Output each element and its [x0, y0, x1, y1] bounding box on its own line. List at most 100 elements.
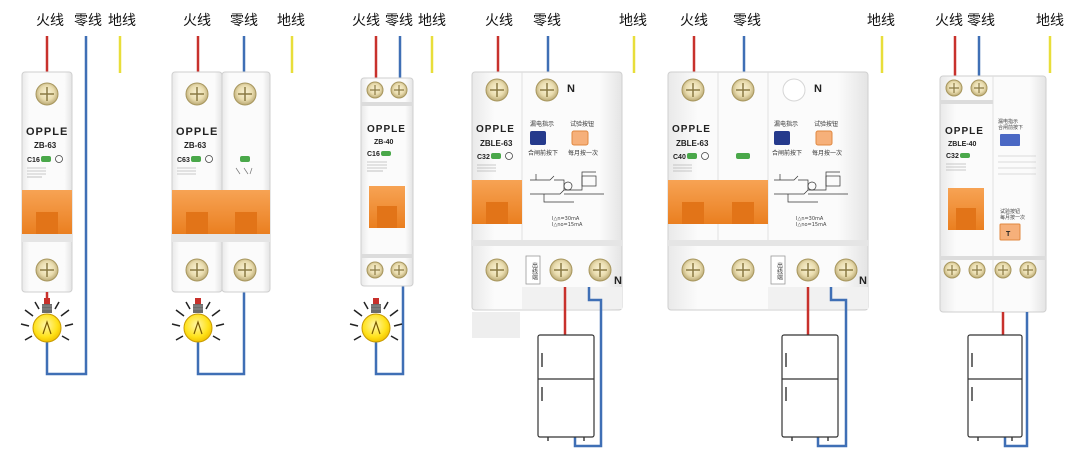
leak-indicator-sublabel: 合闸前按下 [998, 124, 1023, 131]
status-indicator [41, 156, 51, 162]
rcbo-breaker-6: OPPLE ZBLE-40 C32 漏电指示 合闸前按下 试验按钮 每月按一次 … [939, 75, 1047, 313]
diagram-3: 火线 零线 地线 OPPLE ZB-40 C16 [349, 13, 446, 376]
rating-label: C16 [27, 157, 40, 164]
diagram-6: 火线 零线 地线 OPPLE ZBLE-40 C32 漏电指示 合闸前按下 [935, 13, 1064, 448]
neutral-terminal-mark: N [814, 83, 822, 95]
live-wire-label: 火线 [183, 13, 211, 29]
breaker-3: OPPLE ZB-40 C16 [360, 77, 414, 287]
refrigerator-icon [537, 334, 595, 441]
rating-label: C32 [477, 154, 490, 161]
status-indicator [687, 153, 697, 159]
live-wire-label: 火线 [36, 13, 64, 29]
neutral-wire-label: 零线 [385, 13, 413, 29]
test-button-label: 试验按钮 [1000, 208, 1020, 215]
neutral-wire-out [196, 290, 246, 376]
ground-wire-label: 地线 [108, 13, 136, 29]
blank-terminal [782, 78, 806, 102]
rating-label: C32 [946, 153, 959, 160]
light-bulb-icon [20, 298, 74, 343]
status-indicator [191, 156, 201, 162]
rcbo-breaker-4: N OPPLE ZBLE-63 C32 漏电指示 合闸前按下 试验按钮 每月按一… [471, 71, 623, 338]
neutral-wire-out [573, 287, 603, 448]
live-wire-label: 火线 [485, 13, 513, 29]
diagram-4: 火线 零线 地线 N OPPLE ZBLE-63 C32 漏电指示 合闸前按下 … [471, 13, 647, 448]
outlet-mark: 出线端 [531, 261, 538, 281]
neutral-terminal-mark: N [567, 83, 575, 95]
ground-wire-label: 地线 [619, 13, 647, 29]
leak-indicator-button[interactable] [1000, 134, 1020, 146]
live-wire-label: 火线 [680, 13, 708, 29]
spec-text: I△no=15mA [552, 222, 583, 228]
breaker-1: OPPLE ZB-63 C16 [21, 71, 73, 293]
test-button-label: 试验按钮 [814, 120, 838, 128]
live-wire-label: 火线 [935, 13, 963, 29]
neutral-wire-label: 零线 [230, 13, 258, 29]
ground-wire-label: 地线 [867, 13, 895, 29]
circuit-schematic [530, 171, 604, 203]
test-button[interactable] [999, 223, 1021, 241]
refrigerator-icon [781, 334, 839, 441]
test-button[interactable] [571, 130, 589, 146]
test-button-sublabel: 每月按一次 [812, 149, 842, 157]
refrigerator-icon [967, 334, 1023, 441]
brand-logo: OPPLE [176, 126, 218, 138]
spec-text: I△n=30mA [796, 216, 824, 222]
ground-wire-label: 地线 [277, 13, 305, 29]
neutral-terminal-mark: N [614, 275, 622, 287]
model-name: ZB-63 [184, 141, 207, 150]
brand-logo: OPPLE [367, 124, 406, 135]
test-button-label: 试验按钮 [570, 120, 594, 128]
leak-indicator-button[interactable] [530, 131, 546, 145]
test-button-sublabel: 每月按一次 [568, 149, 598, 157]
leak-indicator-button[interactable] [774, 131, 790, 145]
neutral-terminal-mark: N [859, 275, 867, 287]
neutral-wire-label: 零线 [533, 13, 561, 29]
status-indicator [736, 153, 750, 159]
neutral-wire-label: 零线 [74, 13, 102, 29]
leak-indicator-label: 漏电指示 [998, 118, 1018, 125]
diagram-2: 火线 零线 地线 OPPLE ZB-63 C63 [171, 13, 305, 376]
leak-indicator-label: 漏电指示 [774, 120, 798, 128]
model-name: ZBLE-63 [480, 139, 513, 148]
rcbo-breaker-5: N OPPLE ZBLE-63 C40 漏电指示 合闸前按下 试验按钮 每月按一… [667, 71, 869, 311]
model-name: ZB-63 [34, 141, 57, 150]
status-indicator [491, 153, 501, 159]
diagram-1: 火线 零线 地线 OPPLE ZB-63 C16 [20, 13, 136, 376]
circuit-schematic [774, 171, 848, 203]
neutral-wire-label: 零线 [967, 13, 995, 29]
live-wire-label: 火线 [352, 13, 380, 29]
light-bulb-icon [171, 298, 225, 343]
model-name: ZBLE-40 [948, 141, 977, 148]
neutral-wire-out [816, 287, 848, 448]
status-indicator [381, 151, 391, 156]
status-indicator [960, 153, 970, 158]
breaker-2: OPPLE ZB-63 C63 [171, 71, 271, 293]
brand-logo: OPPLE [476, 124, 515, 135]
model-name: ZBLE-63 [676, 139, 709, 148]
leak-indicator-label: 漏电指示 [530, 120, 554, 128]
neutral-wire-label: 零线 [733, 13, 761, 29]
spec-text: I△n=30mA [552, 216, 580, 222]
diagram-5: 火线 零线 地线 N OPPLE ZBLE-63 C40 漏电指示 [667, 13, 895, 448]
model-name: ZB-40 [374, 139, 394, 146]
brand-logo: OPPLE [26, 126, 68, 138]
light-bulb-icon [349, 298, 403, 343]
brand-logo: OPPLE [945, 126, 984, 137]
rating-label: C16 [367, 151, 380, 158]
ground-wire-label: 地线 [418, 13, 446, 29]
brand-logo: OPPLE [672, 124, 711, 135]
neutral-wire [45, 36, 88, 376]
ground-wire-label: 地线 [1036, 13, 1064, 29]
neutral-wire-out [1003, 312, 1029, 448]
rating-label: C40 [673, 154, 686, 161]
test-button-sublabel: 每月按一次 [1000, 214, 1025, 221]
leak-indicator-sublabel: 合闸前按下 [772, 149, 802, 157]
leak-indicator-sublabel: 合闸前按下 [528, 149, 558, 157]
neutral-wire-out [374, 285, 405, 376]
test-button-glyph: T [1006, 231, 1011, 238]
status-indicator [240, 156, 250, 162]
rating-label: C63 [177, 157, 190, 164]
test-button[interactable] [815, 130, 833, 146]
outlet-mark: 出线端 [776, 261, 783, 281]
